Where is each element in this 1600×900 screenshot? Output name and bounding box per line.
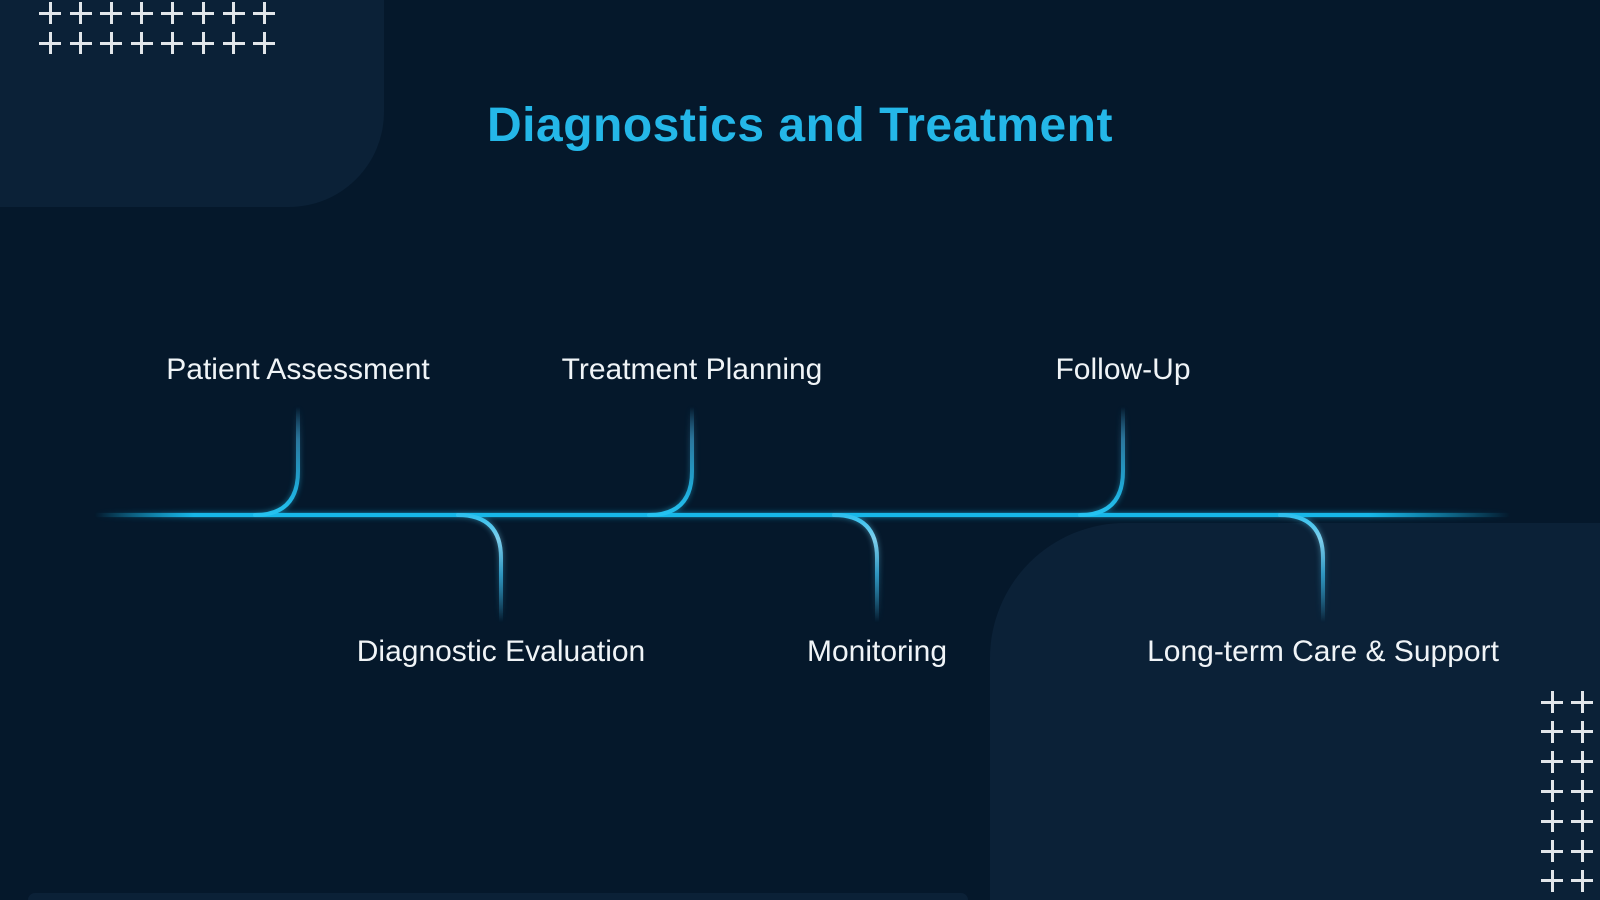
- branch-line-patient-assessment: [253, 405, 300, 517]
- branch-line-diagnostic-evaluation: [456, 513, 503, 623]
- plus-icon: [1571, 720, 1593, 743]
- timeline-label-diagnostic-evaluation: Diagnostic Evaluation: [356, 635, 646, 668]
- plus-icon: [1571, 691, 1593, 713]
- plus-icon: [1571, 810, 1593, 833]
- plus-icon: [130, 32, 153, 54]
- timeline-label-long-term-care: Long-term Care & Support: [1147, 635, 1499, 668]
- plus-icon: [100, 32, 123, 54]
- plus-icon: [222, 2, 245, 24]
- plus-icon: [1571, 750, 1593, 773]
- plus-icon: [39, 32, 61, 54]
- page-title: Diagnostics and Treatment: [487, 99, 1113, 152]
- branch-line-long-term-care: [1278, 513, 1325, 623]
- plus-icon: [192, 2, 214, 24]
- branch-line-follow-up: [1078, 405, 1125, 517]
- plus-icon: [222, 32, 245, 54]
- plus-icon: [161, 32, 184, 54]
- timeline-label-monitoring: Monitoring: [806, 635, 948, 668]
- plus-icon: [100, 2, 123, 24]
- plus-icon: [1541, 720, 1563, 743]
- plus-icon: [39, 2, 61, 24]
- plus-icon: [253, 2, 276, 24]
- timeline-label-treatment-planning: Treatment Planning: [561, 353, 823, 386]
- branch-line-monitoring: [832, 513, 879, 623]
- plus-icon: [1541, 750, 1563, 773]
- branch-line-treatment-planning: [647, 405, 694, 517]
- plus-icon: [130, 2, 153, 24]
- background-shape-bottom-right: [990, 523, 1600, 900]
- timeline-line-layer: [92, 405, 1513, 623]
- plus-icon: [192, 32, 214, 54]
- plus-icon: [1541, 840, 1563, 862]
- plus-icon: [69, 32, 92, 54]
- plus-icon: [1541, 810, 1563, 833]
- plus-icon: [161, 2, 184, 24]
- timeline-label-follow-up: Follow-Up: [1055, 353, 1191, 386]
- background-shape-bottom-strip: [28, 893, 968, 900]
- plus-icon: [1541, 869, 1563, 892]
- plus-icon: [69, 2, 92, 24]
- timeline-label-patient-assessment: Patient Assessment: [166, 353, 430, 386]
- plus-icon: [1571, 840, 1593, 862]
- plus-icon: [1571, 869, 1593, 892]
- plus-icon: [1541, 691, 1563, 713]
- plus-icon: [1541, 780, 1563, 803]
- plus-icon: [1571, 780, 1593, 803]
- plus-icon: [253, 32, 276, 54]
- background-shape-top-left: [0, 0, 384, 207]
